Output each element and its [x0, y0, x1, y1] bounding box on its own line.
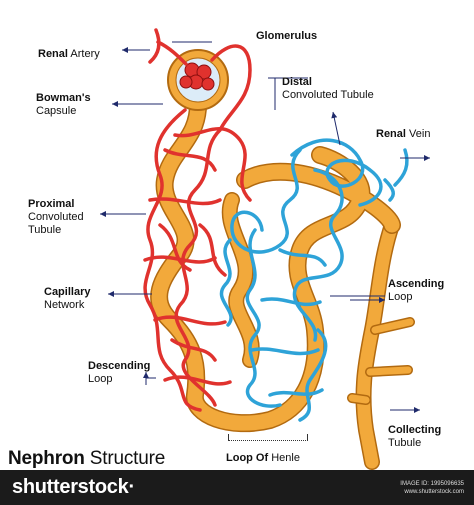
label-glomerulus-bold: Glomerulus — [256, 30, 318, 42]
label-renal-vein-bold: Renal — [376, 128, 406, 140]
image-id: IMAGE ID: 1995096635 — [400, 481, 464, 487]
label-collecting-line2: Tubule — [388, 437, 422, 449]
label-distal-tubule: Distal Convoluted Tubule — [282, 76, 374, 102]
label-collecting-tubule: Collecting Tubule — [388, 424, 441, 450]
label-bowmans-bold: Bowman's — [36, 92, 91, 104]
brand-suffix: · — [128, 476, 135, 498]
label-ascending-line2: Loop — [388, 291, 413, 303]
image-meta: IMAGE ID: 1995096635 www.shutterstock.co… — [400, 480, 464, 496]
label-capillary-network: Capillary Network — [44, 286, 90, 312]
diagram-title-bold: Nephron — [8, 448, 85, 469]
collecting-tubule — [347, 217, 415, 470]
diagram-title: Nephron Structure — [8, 448, 165, 470]
label-collecting-bold: Collecting — [388, 424, 442, 436]
label-loop-of-henle: Loop Of Henle — [226, 452, 300, 465]
label-distal-bold: Distal — [282, 76, 312, 88]
footer-bar: shutterstock· IMAGE ID: 1995096635 www.s… — [0, 470, 474, 505]
label-loop-of-henle-rest: Henle — [268, 452, 300, 464]
label-renal-artery-rest: Artery — [67, 48, 100, 60]
nephron-diagram: Renal Artery Glomerulus Bowman's Capsule… — [8, 28, 444, 470]
label-ascending-loop: Ascending Loop — [388, 278, 444, 304]
label-proximal-tubule: Proximal Convoluted Tubule — [28, 198, 84, 237]
label-capillary-line2: Network — [44, 299, 85, 311]
pointer-arrows — [100, 41, 430, 413]
label-renal-vein-rest: Vein — [405, 128, 431, 140]
label-bowmans-capsule: Bowman's Capsule — [36, 92, 91, 118]
capillary-network-red — [143, 28, 252, 412]
tubule — [150, 91, 401, 433]
glomerulus — [179, 62, 215, 91]
label-loop-of-henle-bold: Loop Of — [226, 452, 269, 464]
label-glomerulus: Glomerulus — [256, 30, 317, 43]
label-renal-artery-bold: Renal — [38, 48, 68, 60]
nephron-illustration — [100, 28, 430, 470]
label-ascending-bold: Ascending — [388, 278, 445, 290]
label-distal-line2: Convoluted Tubule — [282, 89, 374, 101]
diagram-title-rest: Structure — [84, 448, 166, 469]
label-capillary-bold: Capillary — [44, 286, 91, 298]
label-descending-bold: Descending — [88, 360, 151, 372]
label-renal-vein: Renal Vein — [376, 128, 430, 141]
brand-name: shutterstock — [12, 476, 129, 498]
label-descending-line2: Loop — [88, 373, 113, 385]
label-renal-artery: Renal Artery — [38, 48, 100, 61]
label-proximal-line3: Tubule — [28, 224, 62, 236]
site-url: www.shutterstock.com — [404, 489, 464, 495]
label-proximal-bold: Proximal — [28, 198, 75, 210]
capillary-network-blue — [219, 138, 409, 422]
label-bowmans-line2: Capsule — [36, 105, 77, 117]
label-proximal-line2: Convoluted — [28, 211, 84, 223]
brand-logo: shutterstock· — [12, 476, 135, 499]
label-descending-loop: Descending Loop — [88, 360, 150, 386]
loop-of-henle-bracket — [228, 434, 308, 441]
